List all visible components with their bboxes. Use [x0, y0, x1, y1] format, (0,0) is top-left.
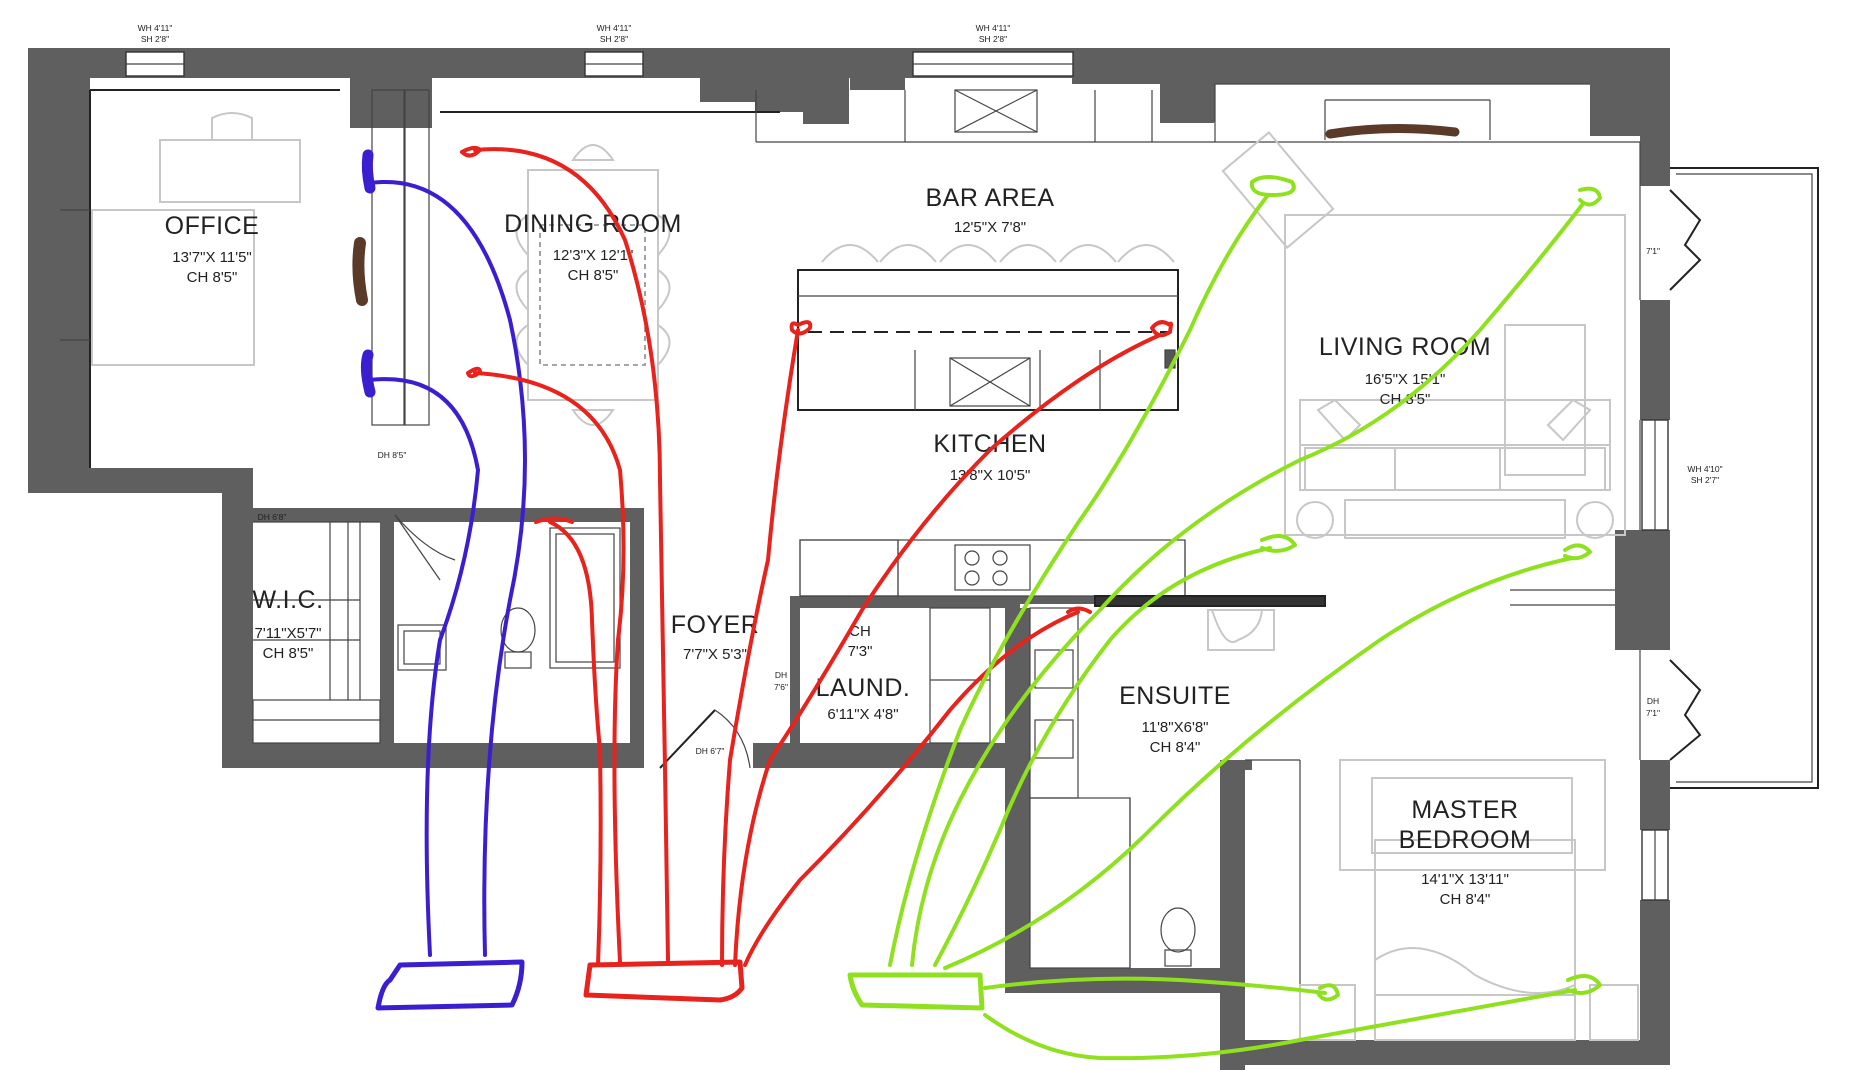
master-size: 14'1"X 13'11" — [1421, 871, 1509, 888]
svg-text:WH 4'11": WH 4'11" — [976, 23, 1011, 33]
top-wall-main — [28, 48, 1670, 78]
svg-text:DH 6'7": DH 6'7" — [696, 746, 725, 756]
office-south-wall — [28, 468, 253, 493]
kitchen-island — [797, 269, 1179, 411]
east-wall-c — [1640, 760, 1670, 830]
dining-set — [515, 144, 671, 426]
office-rug — [91, 209, 255, 366]
wic-top-wall — [253, 508, 475, 522]
bath1-east-wall — [630, 508, 644, 768]
svg-text:7'1": 7'1" — [1646, 708, 1660, 718]
interior-lines — [60, 83, 1641, 1040]
walls — [28, 48, 1670, 1070]
wic-name: W.I.C. — [252, 586, 323, 614]
top-wall-step-d — [850, 78, 905, 90]
laundry-west-wall — [790, 596, 800, 768]
green-run — [847, 175, 1602, 1061]
purple-run — [360, 149, 527, 1011]
wic-south-wall — [222, 743, 395, 768]
bath1-south-wall — [394, 743, 644, 768]
dimension-notes: WH 4'11" SH 2'8" WH 4'11" SH 2'8" WH 4'1… — [138, 23, 1723, 756]
ensuite-name: ENSUITE — [1119, 682, 1231, 710]
office-bookshelf — [371, 89, 405, 426]
kitchen-sink — [954, 89, 1038, 133]
bath1-top-wall — [475, 508, 630, 522]
purple-box — [375, 959, 525, 1011]
island-sink — [949, 357, 1031, 407]
west-wall-inner — [56, 78, 90, 468]
office-name: OFFICE — [165, 212, 260, 240]
red-run — [460, 145, 1173, 1003]
closet-name: CH — [849, 623, 871, 640]
top-wall-step-c — [803, 78, 849, 124]
east-wall-a — [1640, 300, 1670, 420]
svg-text:WH 4'11": WH 4'11" — [597, 23, 632, 33]
ensuite-size: 11'8"X6'8" — [1142, 719, 1209, 736]
bedroom-south-wall — [1220, 1040, 1670, 1065]
office-size: 13'7"X 11'5" — [172, 249, 252, 266]
green-box — [847, 972, 985, 1011]
svg-text:DH: DH — [775, 670, 787, 680]
kitchen-name: KITCHEN — [933, 430, 1046, 458]
office-ceiling: CH 8'5" — [187, 269, 238, 286]
wic-ceiling: CH 8'5" — [263, 645, 314, 662]
east-wall-b — [1615, 530, 1670, 650]
east-wall-d — [1640, 900, 1670, 1065]
bedroom-north-wall — [1220, 760, 1252, 770]
svg-text:SH 2'8": SH 2'8" — [979, 34, 1007, 44]
foyer-name: FOYER — [671, 611, 760, 639]
foyer-size: 7'7"X 5'3" — [683, 646, 747, 663]
svg-text:SH 2'8": SH 2'8" — [600, 34, 628, 44]
wic-east-wall — [380, 508, 394, 748]
master-name-1: MASTER — [1411, 796, 1518, 824]
laundry-size: 6'11"X 4'8" — [827, 706, 898, 723]
office-east-wall-top — [350, 48, 432, 128]
svg-text:WH 4'10": WH 4'10" — [1687, 464, 1722, 474]
svg-text:SH 2'8": SH 2'8" — [141, 34, 169, 44]
living-set — [1221, 131, 1626, 539]
west-wall — [28, 48, 56, 493]
balcony — [1669, 167, 1819, 789]
dining-ceiling: CH 8'5" — [568, 267, 619, 284]
bed — [1374, 839, 1576, 1041]
svg-text:DH 8'5": DH 8'5" — [378, 450, 407, 460]
top-wall-step-f — [1590, 78, 1640, 136]
wiring-overlay — [352, 123, 1602, 1061]
bar-stools — [821, 244, 1175, 263]
living-rug — [1284, 214, 1626, 536]
svg-text:7'1": 7'1" — [1646, 246, 1660, 256]
ensuite-ceiling: CH 8'4" — [1150, 739, 1201, 756]
svg-text:WH 4'11": WH 4'11" — [138, 23, 173, 33]
top-wall-step-a — [700, 78, 755, 102]
dining-size: 12'3"X 12'1" — [553, 247, 634, 264]
wic-west-wall — [222, 468, 253, 768]
bath2-east-wall — [1220, 760, 1245, 1070]
office-desk — [159, 139, 301, 203]
closet-size: 7'3" — [848, 643, 873, 660]
top-wall-step-b — [755, 78, 803, 112]
master-ceiling: CH 8'4" — [1440, 891, 1491, 908]
top-wall-step-g — [1640, 78, 1670, 186]
wic-size: 7'11"X5'7" — [255, 625, 322, 642]
dining-name: DINING ROOM — [504, 210, 682, 238]
svg-text:DH: DH — [1647, 696, 1659, 706]
furniture — [91, 89, 1639, 1041]
svg-text:DH 6'8": DH 6'8" — [258, 512, 287, 522]
laundry-name: LAUND. — [816, 674, 911, 702]
windows — [125, 51, 1669, 901]
kitchen-divider-wall — [790, 596, 1320, 604]
top-wall — [28, 48, 1670, 186]
brown-mark-office — [352, 237, 368, 306]
bar-size: 12'5"X 7'8" — [954, 219, 1026, 236]
svg-text:SH 2'7": SH 2'7" — [1691, 475, 1719, 485]
svg-text:7'6": 7'6" — [774, 682, 788, 692]
master-name-2: BEDROOM — [1399, 826, 1532, 854]
brown-mark-living — [1325, 123, 1460, 139]
top-wall-step-e — [1160, 78, 1214, 123]
bar-name: BAR AREA — [925, 184, 1054, 212]
red-box — [583, 959, 745, 1003]
room-labels: OFFICE 13'7"X 11'5" CH 8'5" DINING ROOM … — [165, 184, 1532, 908]
